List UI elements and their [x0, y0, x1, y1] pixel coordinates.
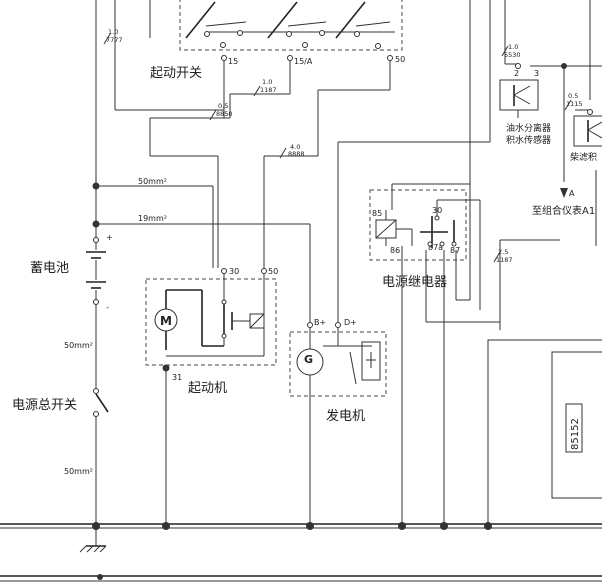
- power-relay-block: 85 30 86 87a 87 电源继电器: [369, 189, 467, 290]
- svg-text:2.5: 2.5: [498, 248, 508, 256]
- water-sensor-block: 1.0 5530 2 3 油水分离器 积水传感器: [499, 0, 551, 146]
- fuel-filter-label: 柴滤积: [570, 151, 597, 163]
- motor-m: M: [160, 314, 172, 328]
- battery-block: + - 蓄电池: [30, 182, 113, 312]
- battery-plus: +: [106, 233, 113, 242]
- cable-50-low: 50mm²: [64, 467, 93, 476]
- svg-text:1187: 1187: [496, 256, 513, 264]
- svg-text:1.0: 1.0: [508, 43, 518, 51]
- svg-text:8888: 8888: [288, 150, 305, 158]
- sensor-label-2: 积水传感器: [506, 134, 551, 146]
- fuel-filter-sensor-block: 0.5 1115 柴滤积: [564, 92, 602, 163]
- starter-pin-50: 50: [268, 267, 278, 276]
- gen-pin-bplus: B+: [314, 318, 326, 327]
- wire-1187-top: 1.0 1187: [253, 78, 277, 97]
- start-switch-label: 起动开关: [150, 66, 202, 81]
- main-switch: 电源总开关: [12, 305, 109, 524]
- starter-pin-30: 30: [229, 267, 239, 276]
- main-switch-label: 电源总开关: [12, 398, 77, 413]
- cable-50-mid: 50mm²: [64, 341, 93, 350]
- power-relay-label: 电源继电器: [382, 275, 447, 290]
- starter-pin-31: 31: [172, 373, 182, 382]
- module-id: 85152: [570, 418, 581, 450]
- svg-text:8850: 8850: [216, 110, 233, 118]
- sw-pin-50: 50: [395, 55, 405, 64]
- cable-50-top: 50mm²: [138, 177, 167, 186]
- sw-pin-15: 15: [228, 57, 238, 66]
- wire-7777: 1.0 7777: [103, 28, 123, 45]
- starter-block: 30 50 M 31 起动机: [145, 267, 278, 396]
- generator-label: 发电机: [326, 408, 365, 424]
- starter-label: 起动机: [188, 381, 227, 396]
- wire-8888: 4.0 8888: [279, 143, 305, 159]
- relay-pin-86: 86: [390, 246, 400, 255]
- sensor-label-1: 油水分离器: [506, 122, 551, 134]
- svg-text:0.5: 0.5: [568, 92, 578, 100]
- sensor-pin-2: 2: [514, 69, 519, 78]
- wire-1115: 0.5 1115: [564, 92, 583, 111]
- wire-8850: 0.5 8850: [209, 102, 233, 121]
- svg-text:1187: 1187: [260, 86, 277, 94]
- svg-text:1115: 1115: [566, 100, 583, 108]
- battery-minus: -: [106, 303, 109, 312]
- svg-text:5530: 5530: [504, 51, 521, 59]
- svg-text:7777: 7777: [106, 36, 123, 44]
- svg-text:1.0: 1.0: [108, 28, 118, 36]
- battery-label: 蓄电池: [30, 261, 69, 276]
- relay-pin-87: 87: [450, 246, 460, 255]
- relay-pin-85: 85: [372, 209, 382, 218]
- gen-pin-dplus: D+: [344, 318, 357, 327]
- ground-bus: [0, 522, 602, 582]
- sw-pin-15a: 15/A: [294, 57, 313, 66]
- sensor-pin-3: 3: [534, 69, 539, 78]
- svg-text:4.0: 4.0: [290, 143, 300, 151]
- gen-g: G: [304, 353, 313, 366]
- arrow-a-label: A: [569, 189, 575, 198]
- generator-block: B+ D+ G 发电机: [289, 318, 387, 424]
- svg-text:1.0: 1.0: [262, 78, 272, 86]
- svg-text:0.5: 0.5: [218, 102, 228, 110]
- module-85152: 85152: [487, 339, 602, 529]
- relay-pin-87a: 87a: [428, 243, 443, 252]
- cable-19: 19mm²: [138, 214, 167, 223]
- wire-1187-right: 2.5 1187: [493, 248, 513, 264]
- to-cluster-label: 至组合仪表A1: [532, 204, 595, 217]
- start-switch-block: 15 15/A 50 起动开关: [150, 0, 405, 81]
